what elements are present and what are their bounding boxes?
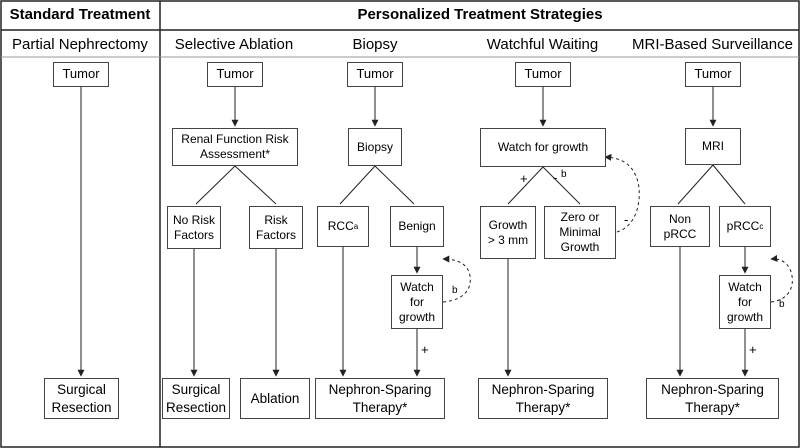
line-bx-split-left [339,165,376,205]
line-mri-split-left [677,164,714,205]
sa-ablation-box: Ablation [240,378,310,419]
bx-therapy-box: Nephron-Sparing Therapy* [315,378,445,419]
mri-prcc-label: pRCC [726,219,760,233]
bx-benign-box: Benign [390,206,444,247]
header-personalized-strategies: Personalized Treatment Strategies [357,6,603,23]
bx-plus-label: + [421,342,429,357]
sa-surgical-resection-box: Surgical Resection [162,378,230,419]
sa-no-risk-box: No Risk Factors [167,206,221,249]
line-mri-split-right [712,164,746,205]
bx-loop-b-label: b [452,285,458,296]
column-biopsy: Biopsy [352,36,398,53]
loop-mri-watch [770,254,793,303]
loop-bx-watch [442,255,471,303]
mri-mri-box: MRI [685,128,741,165]
header-standard-treatment: Standard Treatment [9,6,151,23]
column-selective-ablation: Selective Ablation [174,36,294,53]
ww-therapy-box: Nephron-Sparing Therapy* [478,378,608,419]
ww-tumor-box: Tumor [515,62,571,87]
ww-loop-minus-label: - [624,212,629,227]
line-ww-split-right [542,166,581,205]
bx-biopsy-box: Biopsy [348,128,402,166]
ww-watch-box: Watch for growth [480,128,606,167]
sa-assessment-box: Renal Function Risk Assessment* [172,128,298,166]
column-watchful-waiting: Watchful Waiting [486,36,599,53]
ww-plus-label: + [520,171,528,186]
sa-risk-box: Risk Factors [249,206,303,249]
mri-plus-label: + [749,342,757,357]
mri-watch-box: Watch for growth [719,275,771,329]
bx-rcc-label: RCC [327,219,354,233]
ww-b-label: b [561,169,567,180]
column-mri-surveillance: MRI-Based Surveillance [632,36,793,53]
line-bx-split-right [374,165,415,205]
mri-tumor-box: Tumor [685,62,741,87]
mri-non-prcc-box: Non pRCC [650,206,710,247]
line-ww-split-left [507,166,544,205]
ww-minus-label: - [553,170,558,185]
mri-loop-b-label: b [779,299,785,310]
ww-growth-box: Growth > 3 mm [480,206,536,259]
line-sa-split-left [195,165,236,205]
bx-tumor-box: Tumor [347,62,403,87]
pn-tumor-box: Tumor [53,62,109,87]
pn-surgical-resection-box: Surgical Resection [44,378,119,419]
sa-tumor-box: Tumor [207,62,263,87]
mri-therapy-box: Nephron-Sparing Therapy* [646,378,779,419]
bx-watch-box: Watch for growth [391,275,443,329]
column-partial-nephrectomy: Partial Nephrectomy [12,36,148,53]
line-sa-split-right [234,165,277,205]
ww-minimal-box: Zero or Minimal Growth [544,206,616,259]
